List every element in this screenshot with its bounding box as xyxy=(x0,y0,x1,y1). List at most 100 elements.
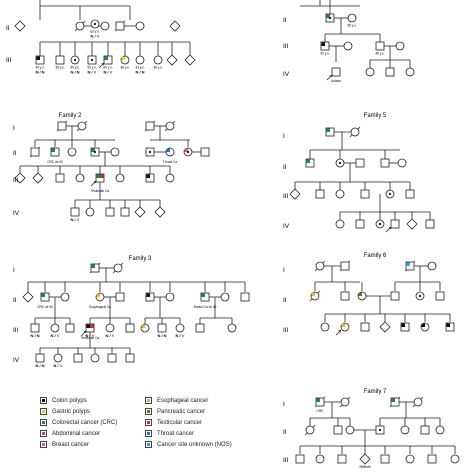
female-symbol xyxy=(335,189,345,199)
male-symbol xyxy=(427,454,437,464)
male-symbol xyxy=(57,121,67,131)
diagnosis-marker xyxy=(358,292,362,296)
diagnosis-marker xyxy=(141,324,145,328)
genotype-label: N / V xyxy=(51,333,60,338)
female-symbol xyxy=(227,323,237,333)
annotation-text: Stillbirth xyxy=(359,465,371,469)
diagnosis-marker xyxy=(406,262,410,266)
male-symbol xyxy=(340,291,350,301)
female-symbol xyxy=(435,425,445,435)
female-symbol xyxy=(365,67,375,77)
female-symbol xyxy=(50,323,60,333)
unknown-sex-symbol xyxy=(14,172,26,184)
diagnosis-marker xyxy=(341,323,345,327)
male-symbol xyxy=(195,323,205,333)
carrier-dot xyxy=(186,150,190,154)
annotation-text: CRC dx 40 xyxy=(47,160,63,164)
carrier-dot xyxy=(418,294,422,298)
diagnosis-marker xyxy=(316,398,320,402)
legend-swatch-icon xyxy=(145,430,152,437)
unknown-sex-symbol xyxy=(359,453,371,465)
diagnosis-marker xyxy=(391,398,395,402)
family-title: Family 5 xyxy=(364,113,387,119)
diagnosis-marker xyxy=(421,323,425,327)
male-symbol xyxy=(200,147,210,157)
genotype-label: N / V xyxy=(86,333,95,338)
female-symbol xyxy=(113,263,123,273)
diagnosis-marker xyxy=(401,323,405,327)
male-symbol xyxy=(390,219,400,229)
female-symbol xyxy=(413,397,423,407)
carrier-dot xyxy=(388,192,392,196)
unknown-sex-symbol xyxy=(289,188,301,200)
legend-item: Colon polyps xyxy=(40,397,145,404)
genotype-label: N / V xyxy=(106,333,115,338)
age-label: 30 y.o. xyxy=(320,52,329,56)
generation-label: II xyxy=(6,25,10,32)
genotype-label: N / V xyxy=(88,70,97,75)
female-symbol xyxy=(397,158,407,168)
annotation-text: CRC dx 63 xyxy=(37,305,53,309)
carrier-dot xyxy=(73,58,77,62)
female-symbol xyxy=(75,21,85,31)
diagnosis-marker xyxy=(51,148,55,152)
legend-swatch-icon xyxy=(145,397,152,404)
male-symbol xyxy=(115,292,125,302)
female-symbol xyxy=(85,207,95,217)
age-label: 36 y.o. xyxy=(153,66,162,70)
legend-swatch-icon xyxy=(40,430,47,437)
female-symbol xyxy=(135,55,145,65)
female-symbol xyxy=(165,173,175,183)
female-symbol xyxy=(153,55,163,65)
age-label: 65 y.o. xyxy=(347,24,356,28)
unknown-sex-symbol xyxy=(22,291,34,303)
proband-arrowhead xyxy=(101,63,104,66)
diagnosis-marker xyxy=(326,128,330,132)
female-symbol xyxy=(60,292,70,302)
male-symbol xyxy=(145,121,155,131)
age-label: 60 y.o. xyxy=(103,66,112,70)
generation-label: I xyxy=(283,401,285,408)
generation-label: IV xyxy=(283,71,290,78)
male-symbol xyxy=(70,207,80,217)
legend-label: Breast cancer xyxy=(52,441,90,448)
female-symbol xyxy=(165,121,175,131)
carrier-dot xyxy=(338,161,342,165)
legend-label: Colon polyps xyxy=(52,397,87,404)
male-symbol xyxy=(380,158,390,168)
female-symbol xyxy=(305,425,315,435)
annotation-text: CRC xyxy=(317,409,325,413)
genotype-label: N / N xyxy=(30,333,39,338)
genotype-label: N / N xyxy=(70,70,79,75)
generation-label: III xyxy=(13,177,19,184)
genotype-label: N / V xyxy=(176,333,185,338)
female-symbol xyxy=(90,353,100,363)
female-symbol xyxy=(135,21,145,31)
unknown-sex-symbol xyxy=(14,20,26,32)
diagnosis-marker xyxy=(146,293,150,297)
legend-label: Testicular cancer xyxy=(157,419,203,426)
carrier-dot xyxy=(148,150,152,154)
family-title: Family 7 xyxy=(364,389,387,395)
genotype-label: N / V xyxy=(91,34,100,39)
legend-swatch-icon xyxy=(40,419,47,426)
diagnosis-marker xyxy=(306,159,310,163)
diagnosis-marker xyxy=(36,56,40,60)
generation-label: II xyxy=(13,297,17,304)
male-symbol xyxy=(55,55,65,65)
generation-label: II xyxy=(13,150,17,157)
diagnosis-marker xyxy=(311,292,315,296)
genotype-label: N / V xyxy=(104,70,113,75)
legend-item: Abdominal cancer xyxy=(40,430,145,437)
diagnosis-marker xyxy=(100,174,104,178)
female-symbol xyxy=(340,397,350,407)
male-symbol xyxy=(73,353,83,363)
female-symbol xyxy=(320,322,330,332)
female-symbol xyxy=(427,261,437,271)
female-symbol xyxy=(165,292,175,302)
unknown-sex-symbol xyxy=(406,218,418,230)
proband-arrowhead xyxy=(388,227,391,230)
